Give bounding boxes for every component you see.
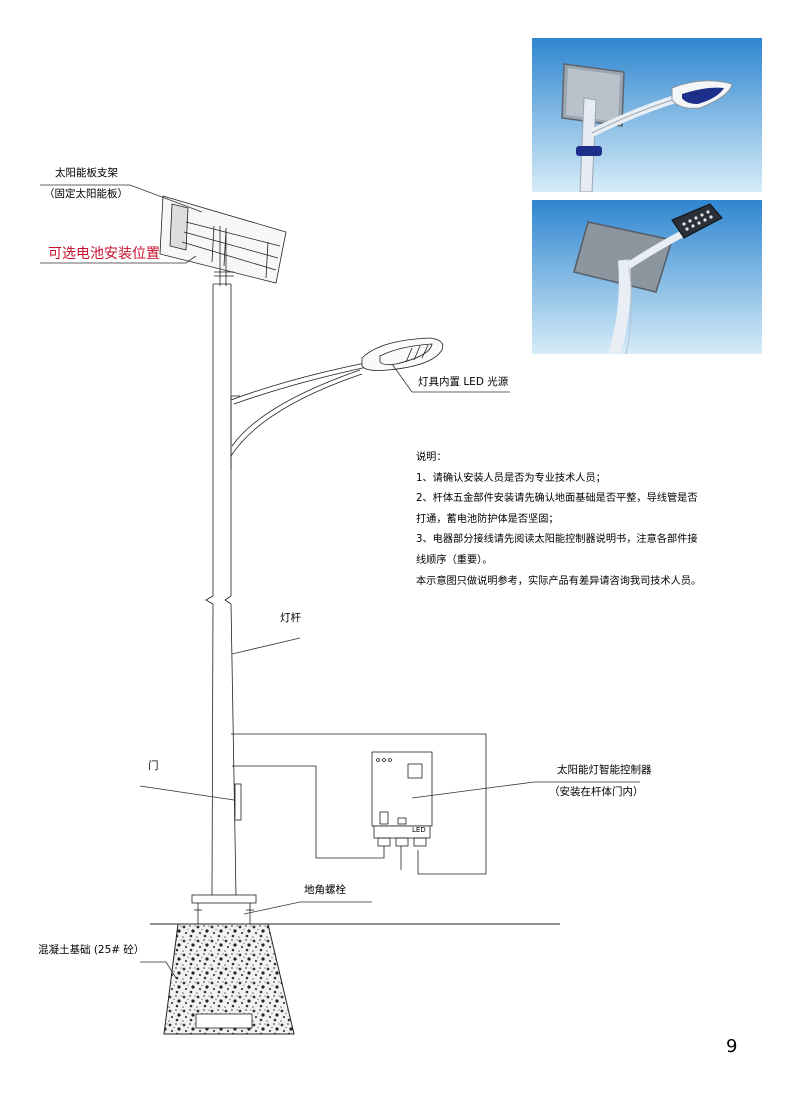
label-controller-note: （安装在杆体门内） <box>549 786 644 798</box>
note-line: 1、请确认安装人员是否为专业技术人员； <box>416 472 606 484</box>
note-line: 本示意图只做说明参考，实际产品有差异请咨询我司技术人员。 <box>416 575 702 587</box>
label-solar-bracket-note: （固定太阳能板） <box>44 188 128 200</box>
label-controller: 太阳能灯智能控制器 <box>557 764 652 776</box>
photo-solar-light-underside <box>532 200 762 354</box>
photo-solar-light-front <box>532 38 762 192</box>
page-number: 9 <box>726 1036 738 1057</box>
label-battery-option: 可选电池安装位置 <box>48 246 160 262</box>
installation-notes: 说明： 1、请确认安装人员是否为专业技术人员； 2、杆体五金部件安装请先确认地面… <box>416 448 716 592</box>
label-anchor-bolt: 地角螺栓 <box>304 884 346 896</box>
label-lamp-led: 灯具内置 LED 光源 <box>418 376 509 388</box>
label-solar-bracket: 太阳能板支架 <box>55 167 118 179</box>
note-line: 3、电器部分接线请先阅读太阳能控制器说明书，注意各部件接 <box>416 534 698 546</box>
note-line: 线顺序（重要）。 <box>416 554 493 566</box>
note-line: 打通，蓄电池防护体是否坚固； <box>416 513 559 525</box>
label-door: 门 <box>148 760 159 772</box>
label-foundation: 混凝土基础 (25# 砼） <box>38 944 145 956</box>
notes-title: 说明： <box>416 452 447 463</box>
note-line: 2、杆体五金部件安装请先确认地面基础是否平整，导线管是否 <box>416 493 698 505</box>
controller-mark: LED <box>412 826 426 834</box>
label-pole: 灯杆 <box>280 612 301 624</box>
